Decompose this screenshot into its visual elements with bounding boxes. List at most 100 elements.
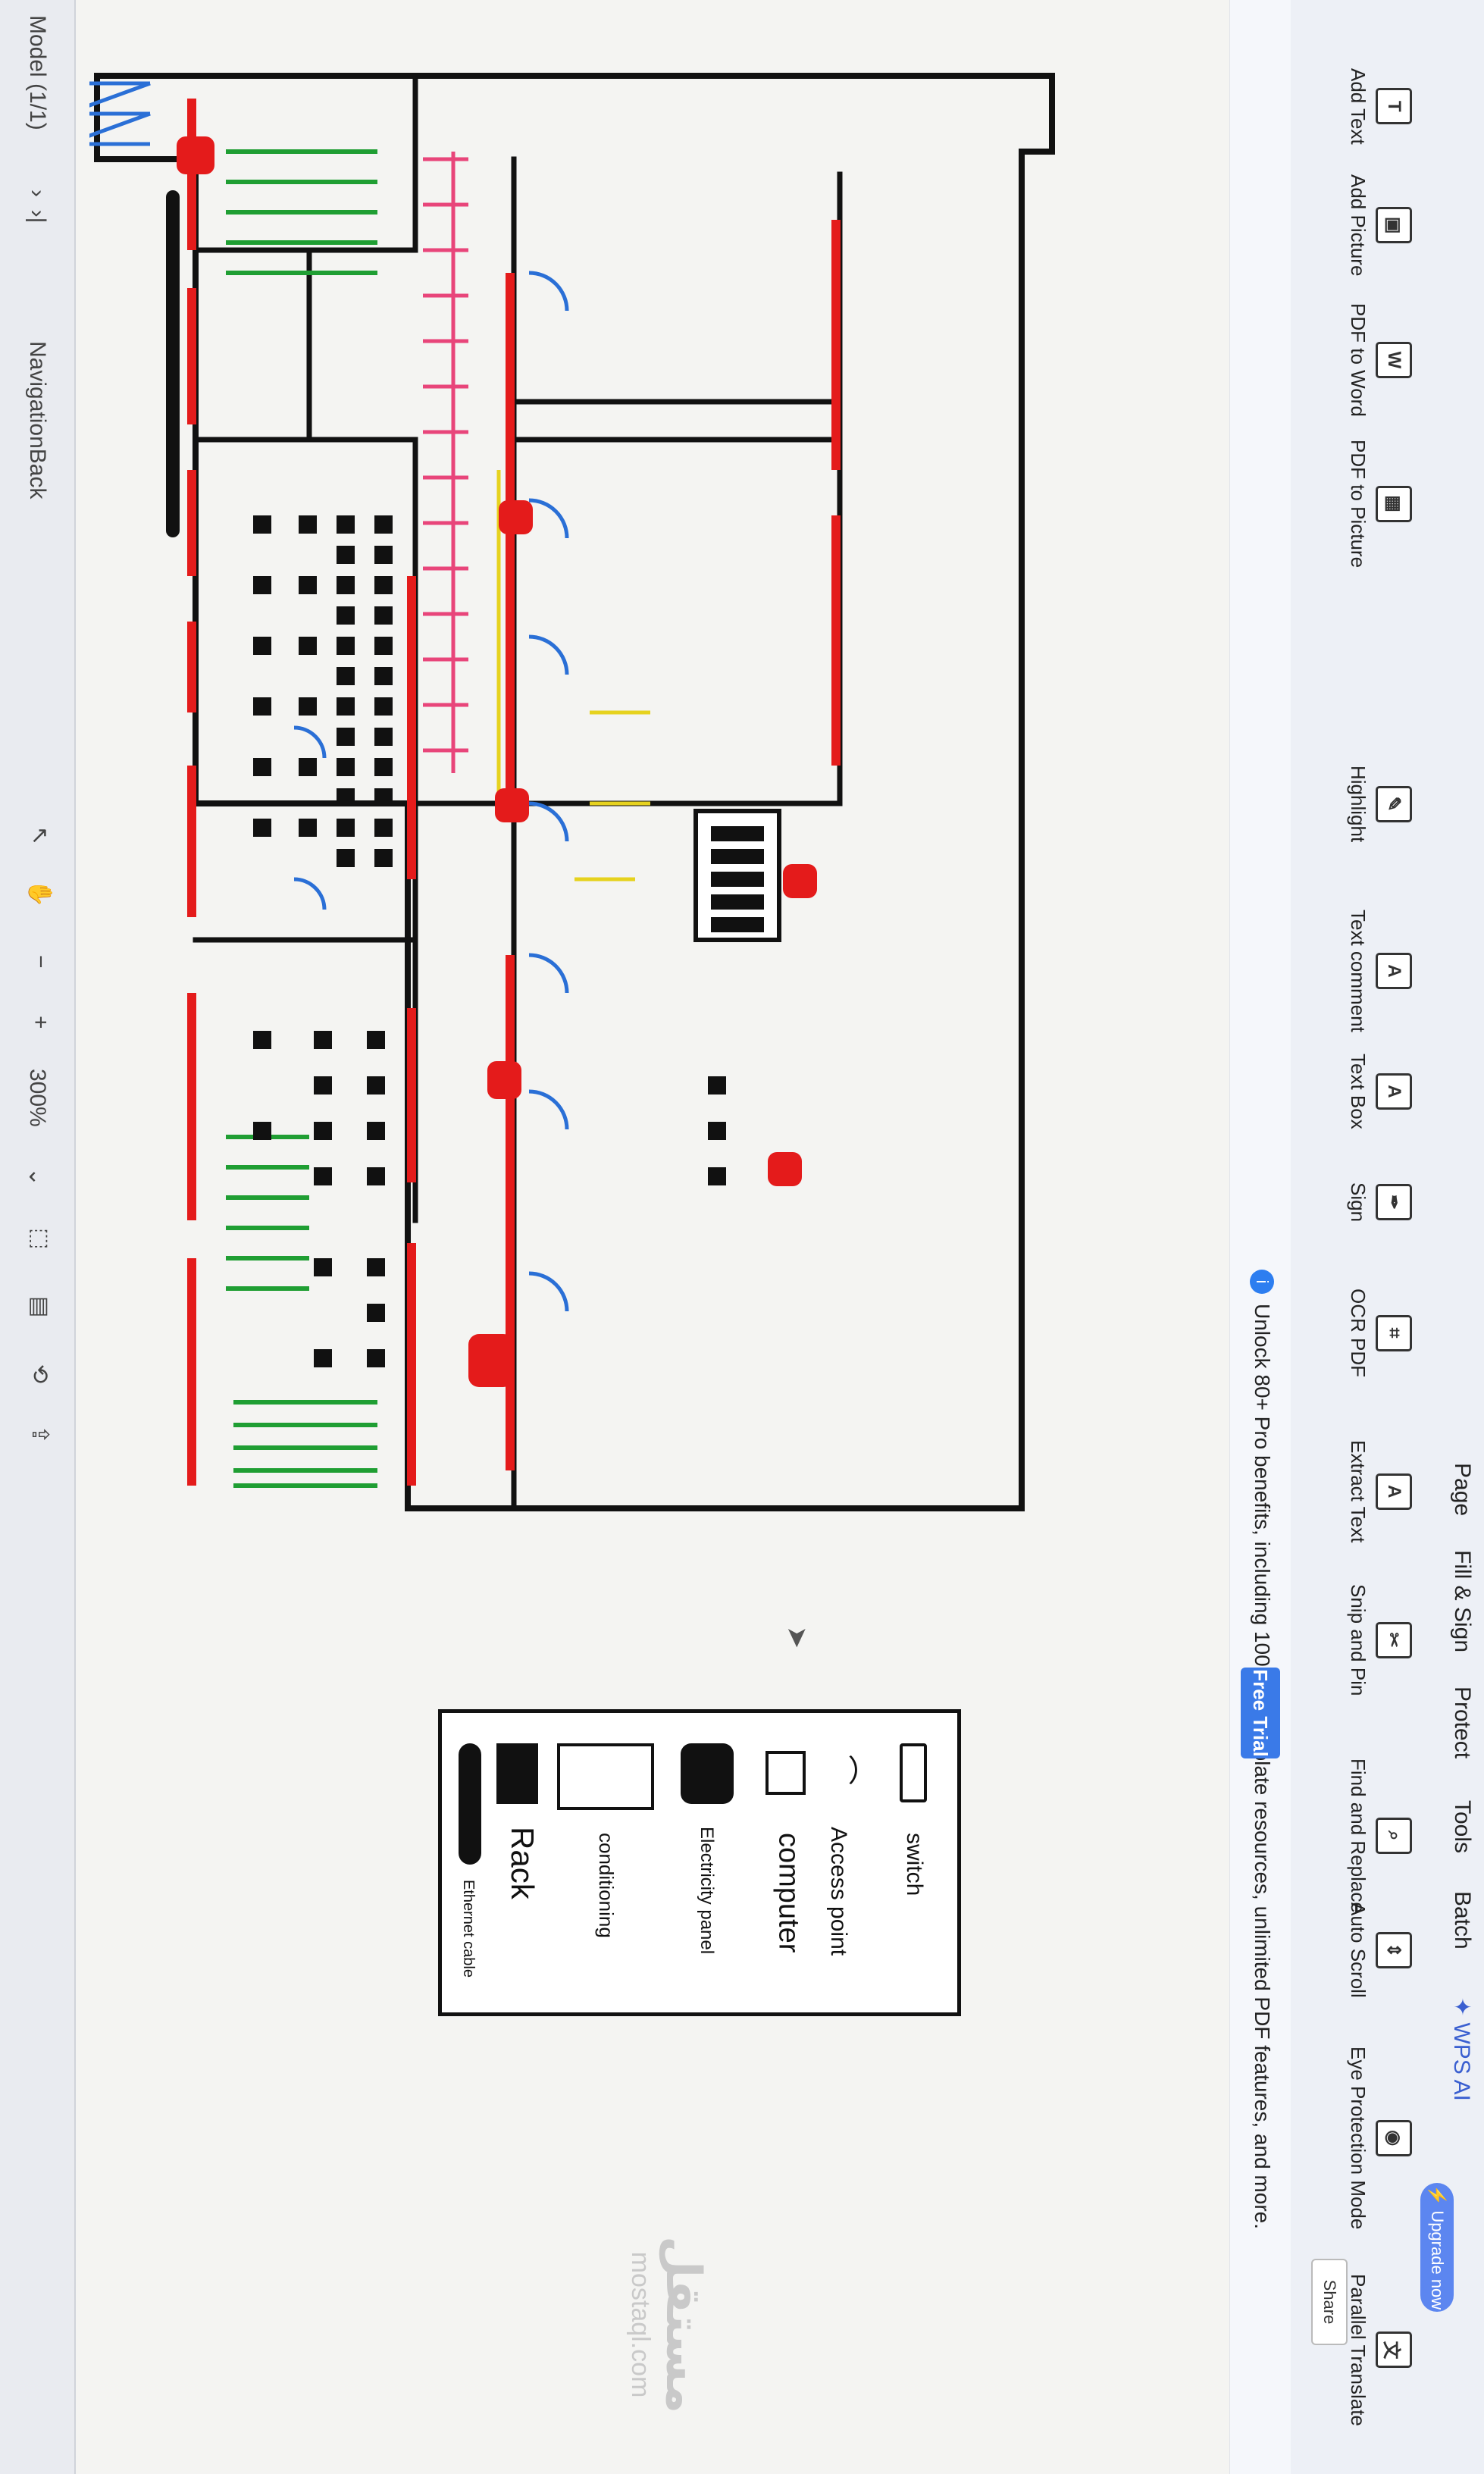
access-point-icon: ⌒ <box>825 1755 858 1785</box>
add-picture-button[interactable]: ▣ Add Picture <box>1346 174 1412 276</box>
ocr-pdf-label: OCR PDF <box>1347 1289 1370 1377</box>
watermark-arabic: مستقل <box>655 2236 711 2414</box>
upgrade-label: Upgrade now <box>1428 2210 1447 2310</box>
electricity-panel <box>468 1334 514 1387</box>
find-replace-icon: ⌕ <box>1376 1817 1412 1854</box>
legend-label-computer: computer <box>772 1833 805 1953</box>
highlight-button[interactable]: ✎ Highlight <box>1346 766 1412 842</box>
ramp <box>89 81 151 146</box>
watermark: مستقل mostaql.com <box>625 2236 711 2413</box>
legend-rack: Rack <box>496 1743 540 1899</box>
ethernet-cable-icon <box>458 1743 481 1865</box>
outer-wall <box>94 73 1055 1511</box>
banner-text: Unlock 80+ Pro benefits, including 100,0… <box>1251 1304 1274 2229</box>
auto-scroll-icon: ⇕ <box>1376 1931 1412 1968</box>
fit-page-icon[interactable]: ⬚ <box>27 1228 52 1250</box>
auto-scroll-label: Auto Scroll <box>1347 1902 1370 1998</box>
next-page-icon[interactable]: › ›| <box>25 189 50 224</box>
rotate-icon[interactable]: ⟲ <box>27 1364 52 1384</box>
switch-icon <box>899 1743 927 1802</box>
add-picture-icon: ▣ <box>1376 207 1412 244</box>
translate-icon: 文 <box>1376 2332 1412 2369</box>
export-icon[interactable]: ⇪ <box>27 1425 52 1445</box>
extract-text-icon: A <box>1376 1473 1412 1510</box>
extract-text-label: Extract Text <box>1347 1440 1370 1543</box>
pro-banner: i Unlock 80+ Pro benefits, including 100… <box>1229 0 1291 2474</box>
page-view-icon[interactable]: ▤ <box>27 1296 52 1318</box>
ocr-pdf-button[interactable]: ⌗ OCR PDF <box>1346 1289 1412 1377</box>
select-cursor-icon[interactable]: ↖ <box>27 826 52 846</box>
tab-page[interactable]: Page <box>1450 1463 1475 1517</box>
pdf-to-picture-icon: ▦ <box>1376 485 1412 522</box>
rack-icon <box>496 1743 539 1804</box>
legend-ethernet-cable: Ethernet cable <box>458 1743 484 1978</box>
model-indicator[interactable]: Model (1/1) <box>25 15 50 130</box>
parallel-translate-button[interactable]: 文 Parallel Translate <box>1346 2274 1412 2426</box>
legend-label-electricity-panel: Electricity panel <box>697 1827 718 1955</box>
find-replace-label: Find and Replace <box>1347 1758 1370 1913</box>
legend-access-point: ⌒Access point <box>822 1743 866 1956</box>
legend-label-rack: Rack <box>505 1827 540 1899</box>
electricity-panel <box>177 136 214 174</box>
ribbon: Page Fill & Sign Protect Tools Batch ✦ W… <box>1289 0 1484 2474</box>
legend-label-switch: switch <box>902 1833 927 1896</box>
parallel-translate-label: Parallel Translate <box>1347 2274 1370 2426</box>
text-box-label: Text Box <box>1347 1054 1370 1129</box>
pdf-to-picture-button[interactable]: ▦PDF to Picture <box>1346 440 1412 568</box>
doors <box>293 271 569 1312</box>
legend-switch: switch <box>899 1743 927 1896</box>
left-room-walls <box>193 73 418 1223</box>
free-trial-button[interactable]: Free Trial <box>1241 1668 1280 1758</box>
ocr-pdf-icon: ⌗ <box>1376 1314 1412 1351</box>
legend-label-conditioning: conditioning <box>595 1833 618 1938</box>
tab-wps-ai[interactable]: ✦ WPS AI <box>1448 1997 1475 2101</box>
sign-button[interactable]: ✒Sign <box>1346 1182 1412 1222</box>
sparkle-icon: ✦ <box>1449 1997 1474 2023</box>
navigation-back-button[interactable]: NavigationBack <box>25 341 50 499</box>
eye-icon: ◉ <box>1376 2119 1412 2156</box>
electricity-panel-icon <box>681 1743 734 1804</box>
air-conditioning-icon <box>557 1743 654 1810</box>
add-picture-label: Add Picture <box>1347 174 1370 277</box>
yellow-cables <box>496 470 650 882</box>
extract-text-button[interactable]: A Extract Text <box>1346 1440 1412 1542</box>
electricity-panel <box>783 864 817 898</box>
tab-tools[interactable]: Tools <box>1450 1800 1475 1854</box>
highlight-label: Highlight <box>1347 766 1370 843</box>
legend-computer: computer <box>765 1743 806 1953</box>
floor-plan <box>89 73 1055 1511</box>
mouse-pointer-icon: ➤ <box>782 1626 813 1649</box>
snip-and-pin-button[interactable]: ✂Snip and Pin <box>1346 1584 1412 1696</box>
zoom-out-button[interactable]: − <box>28 955 53 969</box>
tab-batch[interactable]: Batch <box>1450 1891 1475 1949</box>
add-text-label: Add Text <box>1347 68 1370 145</box>
tab-protect[interactable]: Protect <box>1450 1686 1475 1759</box>
zoom-level[interactable]: 300% <box>25 1069 50 1127</box>
legend-label-ethernet-cable: Ethernet cable <box>460 1880 477 1978</box>
corridor-wall <box>511 156 843 1511</box>
computer-icon <box>765 1751 806 1795</box>
zoom-in-button[interactable]: + <box>28 1016 53 1029</box>
snip-and-pin-label: Snip and Pin <box>1347 1584 1370 1696</box>
eye-protection-label: Eye Protection Mode <box>1347 2047 1370 2230</box>
find-replace-button[interactable]: ⌕ Find and Replace <box>1346 1758 1412 1913</box>
wps-ai-label: WPS AI <box>1449 2022 1474 2101</box>
auto-scroll-button[interactable]: ⇕ Auto Scroll <box>1346 1902 1412 1998</box>
eye-protection-button[interactable]: ◉ Eye Protection Mode <box>1346 2047 1412 2229</box>
upgrade-button[interactable]: ⚡ Upgrade now <box>1420 2183 1454 2312</box>
electricity-panel <box>495 788 529 822</box>
text-comment-label: Text comment <box>1347 910 1370 1032</box>
electricity-panel <box>487 1061 521 1099</box>
tab-fill-sign[interactable]: Fill & Sign <box>1450 1550 1475 1653</box>
zoom-dropdown-icon[interactable]: ⌄ <box>24 1167 49 1187</box>
share-button[interactable]: Share <box>1311 2259 1348 2345</box>
highlight-icon: ✎ <box>1376 785 1412 822</box>
hand-tool-icon[interactable]: ✋ <box>27 879 52 908</box>
pdf-to-word-icon: W <box>1376 341 1412 378</box>
